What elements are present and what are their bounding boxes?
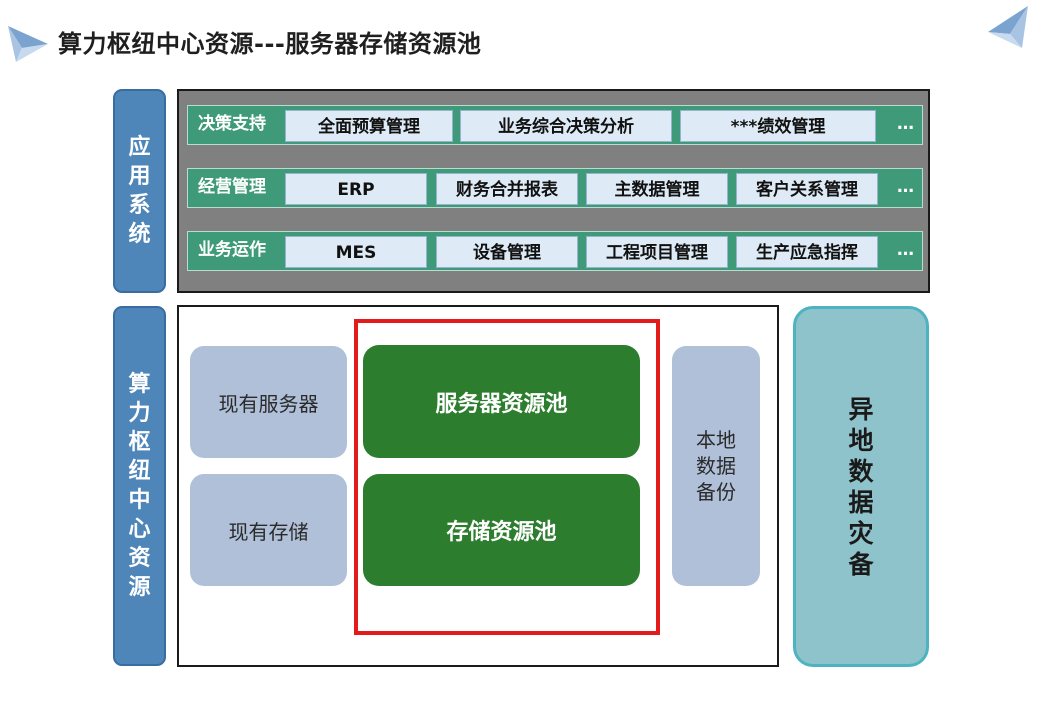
cell-master-data: 主数据管理 — [586, 173, 728, 205]
cell-decision-analysis: 业务综合决策分析 — [460, 110, 672, 142]
cell-performance-management: ***绩效管理 — [680, 110, 876, 142]
cell-crm: 客户关系管理 — [736, 173, 878, 205]
existing-servers-box: 现有服务器 — [190, 346, 347, 458]
existing-storage-box: 现有存储 — [190, 474, 347, 586]
cell-erp: ERP — [285, 173, 427, 205]
app-system-label: 应用系统 — [113, 89, 166, 293]
paper-plane-left-icon — [8, 26, 48, 62]
resource-pool-highlight-frame — [354, 319, 660, 635]
app-system-panel: 决策支持 全面预算管理 业务综合决策分析 ***绩效管理 … 经营管理 ERP … — [177, 89, 930, 293]
cell-financial-reports: 财务合并报表 — [436, 173, 578, 205]
more-decision-support: … — [897, 114, 914, 134]
compute-center-label: 算力枢纽中心资源 — [113, 306, 166, 666]
more-operations-management: … — [897, 177, 914, 197]
app-system-label-text: 应用系统 — [128, 135, 151, 247]
paper-plane-right-icon — [988, 6, 1028, 48]
more-business-operation: … — [897, 240, 914, 260]
row-operations-management: 经营管理 ERP 财务合并报表 主数据管理 客户关系管理 … — [187, 168, 923, 208]
row-label-business-operation: 业务运作 — [198, 240, 266, 260]
local-data-backup-box: 本地数据备份 — [672, 346, 760, 586]
remote-disaster-recovery-box: 异地数据灾备 — [793, 306, 929, 667]
row-label-decision-support: 决策支持 — [198, 114, 266, 134]
cell-project-management: 工程项目管理 — [586, 236, 728, 268]
cell-mes: MES — [285, 236, 427, 268]
remote-disaster-recovery-text: 异地数据灾备 — [848, 394, 874, 579]
row-decision-support: 决策支持 全面预算管理 业务综合决策分析 ***绩效管理 … — [187, 105, 923, 145]
cell-emergency-command: 生产应急指挥 — [736, 236, 878, 268]
compute-center-label-text: 算力枢纽中心资源 — [128, 372, 151, 600]
server-resource-pool: 服务器资源池 — [363, 345, 640, 458]
row-label-operations-management: 经营管理 — [198, 177, 266, 197]
cell-budget-management: 全面预算管理 — [285, 110, 453, 142]
storage-resource-pool: 存储资源池 — [363, 474, 640, 586]
cell-equipment-management: 设备管理 — [436, 236, 578, 268]
page-title: 算力枢纽中心资源---服务器存储资源池 — [58, 30, 482, 58]
row-business-operation: 业务运作 MES 设备管理 工程项目管理 生产应急指挥 … — [187, 231, 923, 271]
local-data-backup-text: 本地数据备份 — [696, 428, 736, 504]
